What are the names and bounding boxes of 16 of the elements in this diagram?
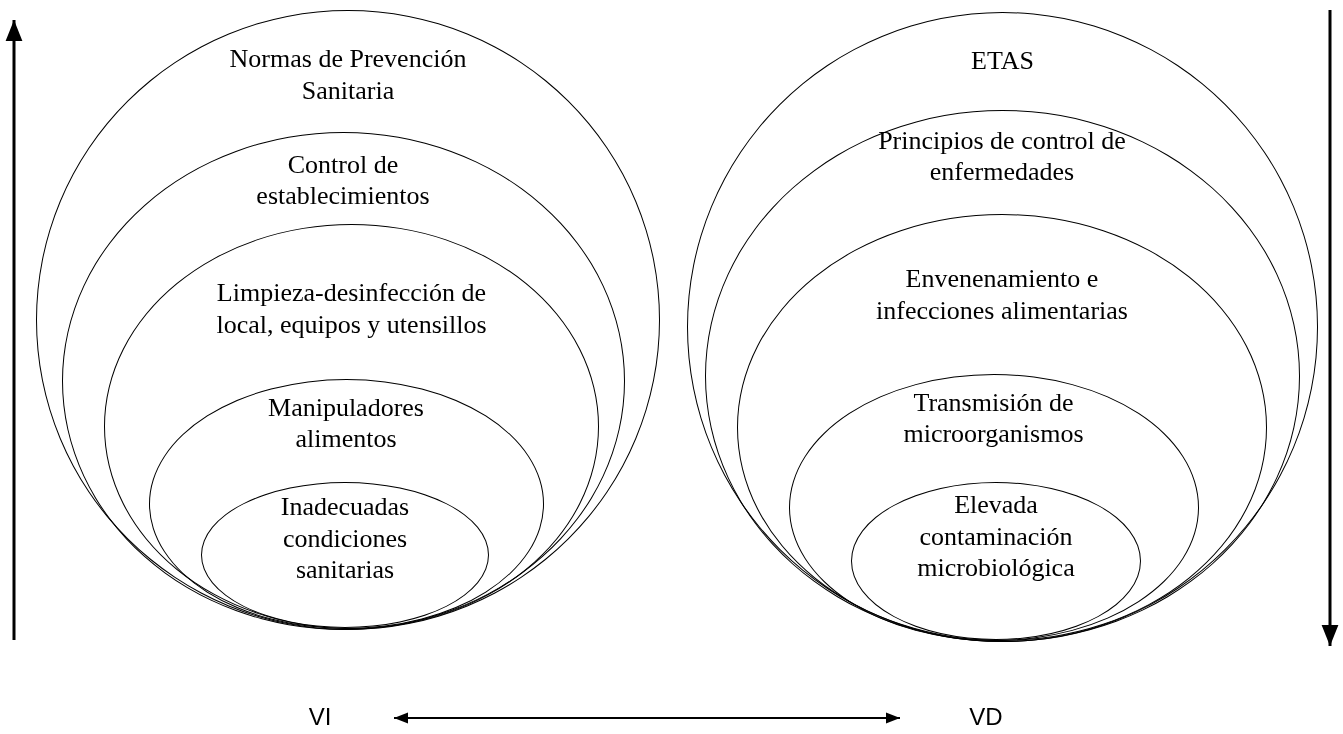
node-label: Normas de Prevención Sanitaria <box>228 43 468 107</box>
node-label: Envenenamiento e infecciones alimentarias <box>875 263 1129 327</box>
node-label: VI <box>308 703 332 731</box>
nested-ellipse <box>788 373 1199 641</box>
double-arrow <box>393 712 901 724</box>
node-label: Inadecuadas condiciones sanitarias <box>279 491 411 587</box>
node-label: Manipuladores alimentos <box>267 391 425 455</box>
node-label: Transmisión de microorganismos <box>902 386 1085 450</box>
nested-ellipse <box>104 224 599 629</box>
node-label: Limpieza-desinfección de local, equipos y utensillos <box>215 277 488 341</box>
node-label: ETAS <box>970 45 1035 77</box>
node-label: Control de establecimientos <box>255 148 431 212</box>
node-label: VD <box>969 703 1003 731</box>
node-label: Elevada contaminación microbiológica <box>916 489 1076 585</box>
node-label: Principios de control de enfermedades <box>877 124 1127 188</box>
nested-ellipse <box>737 214 1267 641</box>
